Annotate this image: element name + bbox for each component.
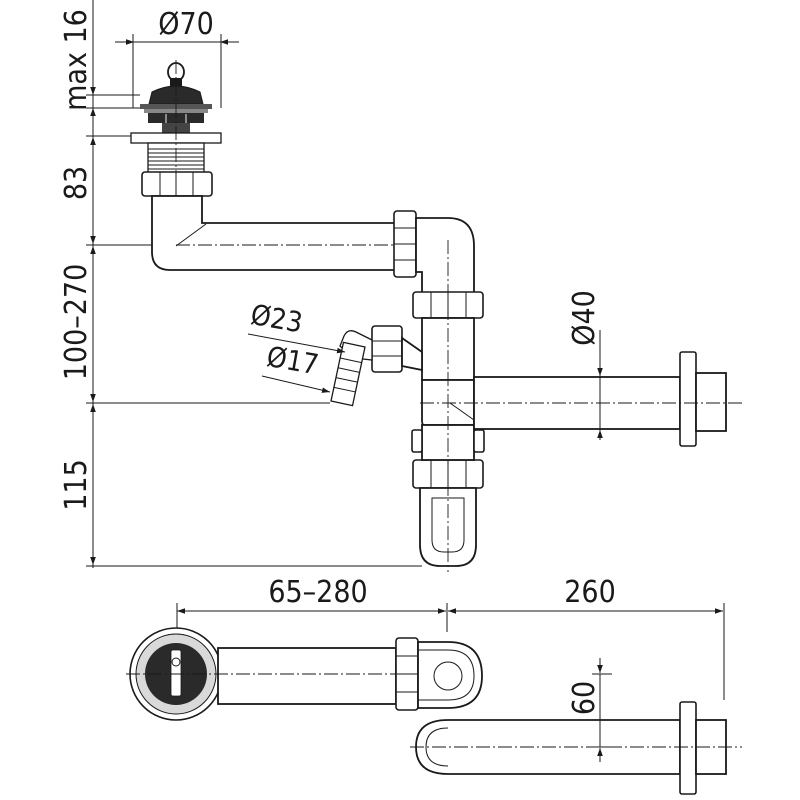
- flange-diameter-dimension: Ø70: [115, 7, 239, 108]
- dim-trap-depth: 115: [59, 459, 94, 511]
- hose-diameter-dimensions: Ø23 Ø17: [247, 298, 346, 393]
- dim-hose-outer: Ø23: [248, 298, 305, 340]
- upper-pipe: [151, 195, 475, 295]
- dim-outlet-length: 260: [564, 575, 616, 610]
- dim-pipe-diameter: Ø40: [567, 290, 602, 346]
- dim-plug-height: max 16: [59, 9, 94, 111]
- dim-outlet-height: 83: [59, 166, 94, 200]
- basin-waste: [130, 60, 222, 248]
- vertical-dimension-chain: max 16 83 100–270 115: [59, 0, 422, 568]
- bottle-trap: [411, 240, 485, 572]
- hose-connector: [330, 325, 423, 407]
- plan-view: 65–280 260 60: [126, 575, 742, 795]
- dim-flange-diameter: Ø70: [158, 7, 214, 42]
- dim-offset: 60: [567, 681, 602, 715]
- dim-height-adjust: 100–270: [59, 264, 94, 381]
- dim-horizontal-adjust: 65–280: [268, 575, 367, 610]
- outlet-pipe: Ø40: [420, 290, 742, 447]
